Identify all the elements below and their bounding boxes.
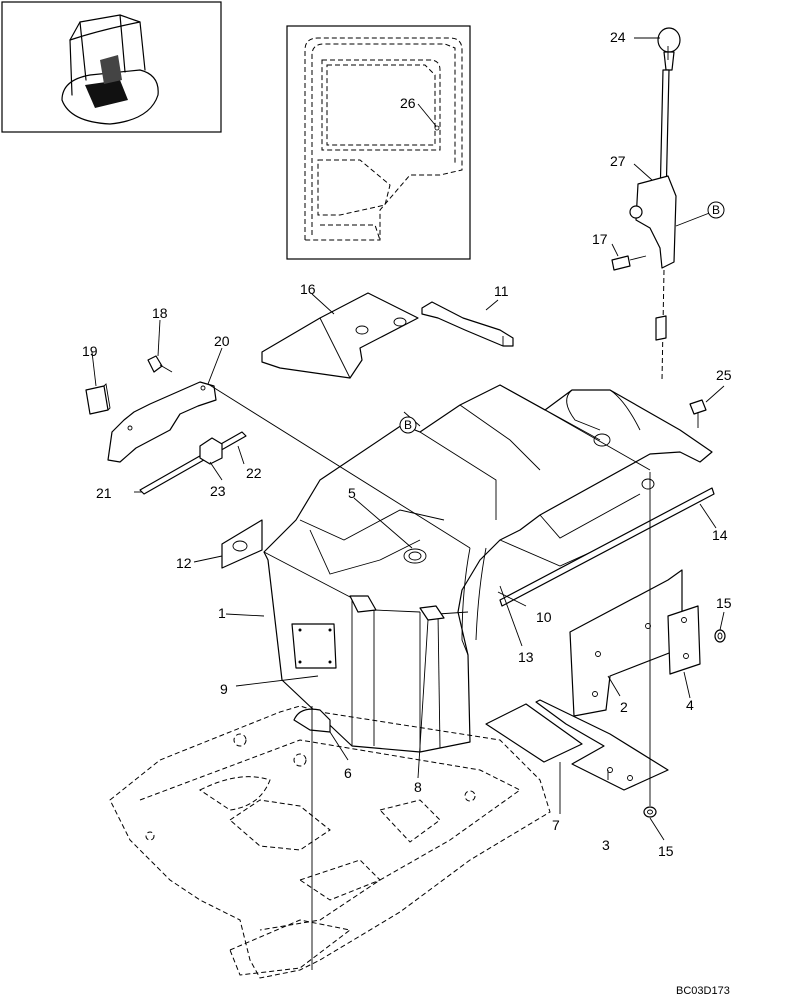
bolt-part-25	[689, 399, 707, 428]
plate-part-2	[569, 569, 683, 717]
callout-11: 11	[494, 283, 509, 299]
callout-13: 13	[518, 649, 534, 665]
callout-17: 17	[592, 231, 608, 247]
callout-14: 14	[712, 527, 728, 543]
callout-7: 7	[552, 817, 560, 833]
callout-27: 27	[610, 153, 626, 169]
callout-9: 9	[220, 681, 228, 697]
lever-assembly	[611, 27, 681, 381]
main-frame-body	[263, 384, 713, 753]
leader-lines	[91, 37, 725, 970]
callout-6: 6	[344, 765, 352, 781]
bracket-part-20	[107, 381, 217, 463]
callout-23: 23	[210, 483, 226, 499]
callout-22: 22	[246, 465, 262, 481]
callout-15-bottom: 15	[658, 843, 674, 859]
floor-mat	[261, 292, 419, 379]
callout-4: 4	[686, 697, 694, 713]
callout-8: 8	[414, 779, 422, 795]
reference-marker-b-2: B	[399, 416, 417, 434]
rod-part-14	[499, 487, 715, 607]
reference-marker-b-1: B	[707, 201, 725, 219]
callout-25: 25	[716, 367, 732, 383]
callout-26: 26	[400, 95, 416, 111]
svg-text:B: B	[404, 418, 412, 432]
washer-part-15-top	[714, 629, 726, 643]
chassis-dashed-outline	[109, 705, 551, 979]
bolt-part-18	[147, 355, 173, 373]
callout-20: 20	[214, 333, 230, 349]
callout-18: 18	[152, 305, 168, 321]
inset-cab-frame	[286, 25, 471, 260]
callout-24: 24	[610, 29, 626, 45]
clip-part-8	[419, 605, 445, 621]
callout-12: 12	[176, 555, 192, 571]
callout-3: 3	[602, 837, 610, 853]
callout-5: 5	[348, 485, 356, 501]
callout-10: 10	[536, 609, 552, 625]
pad-part-19	[85, 383, 111, 415]
plate-part-7	[485, 703, 583, 763]
svg-text:B: B	[712, 203, 720, 217]
callout-19: 19	[82, 343, 98, 359]
washer-part-15-bottom	[643, 806, 657, 818]
callout-1: 1	[218, 605, 226, 621]
callout-16: 16	[300, 281, 316, 297]
plate-part-3	[535, 699, 669, 791]
callout-15-top: 15	[716, 595, 732, 611]
inset-machine-thumbnail	[1, 1, 222, 133]
callout-21: 21	[96, 485, 112, 501]
callout-labels: 1 2 3 4 5 6 7 8 9 10 11 12 13 14 15 15 1…	[82, 29, 732, 859]
strip-part-11	[421, 301, 514, 347]
clip-part-6	[349, 595, 377, 613]
plate-part-4	[667, 605, 701, 675]
rail-assembly	[139, 431, 247, 495]
callout-2: 2	[620, 699, 628, 715]
plate-part-12	[221, 519, 263, 569]
drawing-code: BC03D173	[676, 985, 730, 997]
